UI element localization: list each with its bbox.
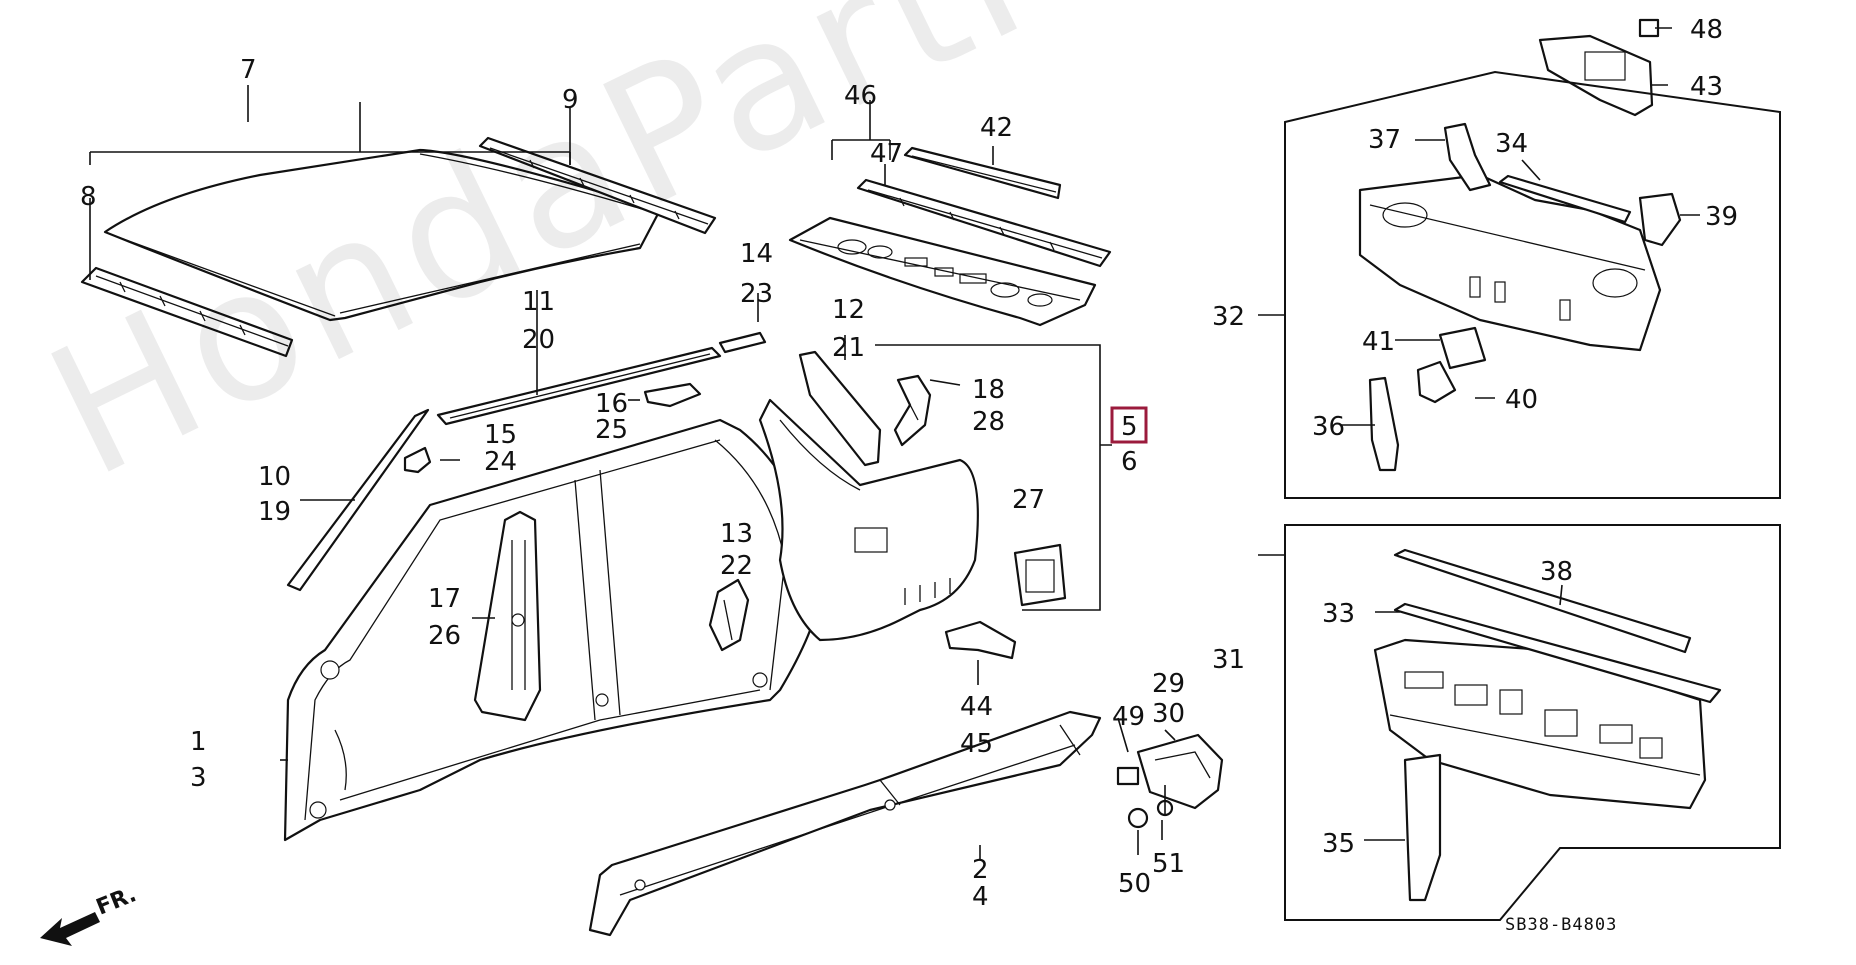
callout-27[interactable]: 27 [1012,485,1045,515]
callout-22[interactable]: 22 [720,551,753,581]
panel-34-drawing [1498,174,1632,224]
group-31-frame [1284,524,1781,921]
center-pillar-gusset-drawing [708,578,750,652]
bracket-44-drawing [944,620,1017,660]
selected-part-highlight[interactable] [1110,406,1148,444]
callout-30[interactable]: 30 [1152,699,1185,729]
callout-49[interactable]: 49 [1112,702,1145,732]
side-sill-drawing [588,710,1102,937]
roof-rail-rear-drawing [478,136,717,235]
callout-7[interactable]: 7 [240,55,257,85]
rear-pillar-outer-drawing [798,350,882,467]
rear-shelf-drawing [788,216,1097,327]
group-32-frame [1284,70,1781,499]
roof-rail-front-drawing [80,266,294,358]
bracket-40-drawing [1416,360,1457,404]
rear-pillar-strip-drawing [718,331,767,354]
callout-11[interactable]: 11 [522,287,555,317]
callout-43[interactable]: 43 [1690,72,1723,102]
callout-46[interactable]: 46 [844,81,877,111]
callout-8[interactable]: 8 [80,182,97,212]
callout-31[interactable]: 31 [1212,645,1245,675]
callout-21[interactable]: 21 [832,333,865,363]
callout-39[interactable]: 39 [1705,202,1738,232]
callout-13[interactable]: 13 [720,519,753,549]
rear-upper-rail-drawing [903,146,1062,200]
callout-18[interactable]: 18 [972,375,1005,405]
front-direction-indicator: FR. [40,882,140,946]
rear-shelf-rail-drawing [856,178,1112,268]
direction-label: FR. [93,882,140,920]
callout-labels: 7 9 8 46 42 47 14 23 11 20 12 21 16 25 1… [80,15,1738,912]
callout-26[interactable]: 26 [428,621,461,651]
callout-51[interactable]: 51 [1152,849,1185,879]
callout-6[interactable]: 6 [1121,447,1138,477]
front-pillar-inner-drawing [473,510,542,722]
callout-15[interactable]: 15 [484,420,517,450]
callout-3[interactable]: 3 [190,763,207,793]
callout-41[interactable]: 41 [1362,327,1395,357]
windshield-pillar-drawing [286,408,430,592]
bracket-15-drawing [403,446,432,474]
bracket-18-drawing [893,374,932,447]
rail-33-drawing [1393,602,1722,704]
callout-37[interactable]: 37 [1368,125,1401,155]
drawing-code: SB38-B4803 [1505,915,1617,935]
rail-38-drawing [1393,548,1692,654]
side-panel-drawing [283,418,822,842]
bracket-39-drawing [1638,192,1682,247]
rear-panel-lower-drawing [1373,638,1707,810]
callout-12[interactable]: 12 [832,295,865,325]
callout-32[interactable]: 32 [1212,302,1245,332]
clip-49-drawing [1116,766,1140,786]
callout-25[interactable]: 25 [595,415,628,445]
callout-48[interactable]: 48 [1690,15,1723,45]
callout-10[interactable]: 10 [258,462,291,492]
callout-20[interactable]: 20 [522,325,555,355]
leader-lines [89,27,1700,860]
bracket-35-drawing [1403,753,1442,902]
callout-47[interactable]: 47 [870,139,903,169]
rear-panel-upper-drawing [1358,173,1662,352]
callout-40[interactable]: 40 [1505,385,1538,415]
callout-28[interactable]: 28 [972,407,1005,437]
callout-17[interactable]: 17 [428,584,461,614]
callout-50[interactable]: 50 [1118,869,1151,899]
bracket-43-drawing [1538,34,1654,117]
callout-38[interactable]: 38 [1540,557,1573,587]
callout-44[interactable]: 44 [960,692,993,722]
callout-24[interactable]: 24 [484,447,517,477]
bolt-50-drawing [1127,807,1149,829]
callout-16[interactable]: 16 [595,389,628,419]
callout-33[interactable]: 33 [1322,599,1355,629]
callout-34[interactable]: 34 [1495,129,1528,159]
callout-5[interactable]: 5 [1121,412,1138,442]
callout-42[interactable]: 42 [980,113,1013,143]
callout-14[interactable]: 14 [740,239,773,269]
fuel-filler-housing-drawing [1013,543,1067,607]
callout-1[interactable]: 1 [190,727,207,757]
bracket-37-drawing [1443,122,1492,192]
bracket-16-drawing [643,382,702,408]
quarter-panel-drawing [758,398,979,642]
roof-side-rail-drawing [436,346,722,426]
callout-2[interactable]: 2 [972,855,989,885]
callout-4[interactable]: 4 [972,882,989,912]
roof-panel-drawing [103,148,662,322]
bracket-36-drawing [1368,376,1400,472]
callout-23[interactable]: 23 [740,279,773,309]
callout-45[interactable]: 45 [960,729,993,759]
callout-19[interactable]: 19 [258,497,291,527]
callout-36[interactable]: 36 [1312,412,1345,442]
bracket-41-drawing [1438,326,1487,370]
callout-35[interactable]: 35 [1322,829,1355,859]
front-arrow-icon [40,912,100,946]
rear-bracket-29-drawing [1136,733,1224,810]
callout-29[interactable]: 29 [1152,669,1185,699]
callout-9[interactable]: 9 [562,85,579,115]
